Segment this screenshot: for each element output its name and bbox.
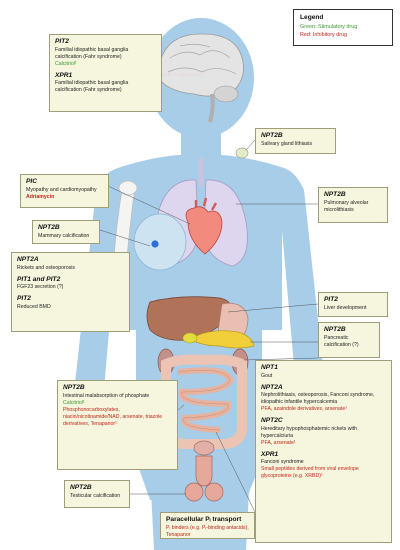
pic-desc: Myopathy and cardiomyopathy xyxy=(26,186,97,193)
kidney-gene-npt1: NPT1 xyxy=(261,364,278,371)
testes xyxy=(184,455,224,502)
intestine-drug-inhibitory: Phosphonocarboxylates, niacin/nicotinami… xyxy=(63,406,163,427)
liver-gene: PIT2 xyxy=(324,296,338,303)
brain xyxy=(158,33,244,123)
bladder xyxy=(193,440,215,456)
brain-desc-pit2: Familial idiopathic basal ganglia calcif… xyxy=(55,46,129,60)
brain-box: PIT2 Familial idiopathic basal ganglia c… xyxy=(49,34,162,112)
bone-box: NPT2A Rickets and osteoporosis PIT1 and … xyxy=(11,252,130,332)
lung-box: NPT2B Pulmonary alveolar microlithiasis xyxy=(318,187,388,223)
bone-desc-pit2: Reduced BMD xyxy=(17,303,51,310)
kidney-drug-npt2a: PFA, azaindole derivatives, arsenate¹ xyxy=(261,406,347,413)
breast xyxy=(133,213,187,271)
brain-desc-xpr1: Familial idiopathic basal ganglia calcif… xyxy=(55,80,129,94)
legend-title: Legend xyxy=(300,14,324,21)
pancreas xyxy=(195,330,255,349)
brain-drug-calcitriol: Calcitriol¹ xyxy=(55,60,77,67)
testis-desc: Testicular calcification xyxy=(70,492,121,499)
testis-box: NPT2B Testicular calcification xyxy=(64,480,130,508)
kidney-box: NPT1 Gout NPT2A Nephrolithiasis, osteopo… xyxy=(255,360,392,543)
liver-desc: Liver development xyxy=(324,304,367,311)
small-intestine xyxy=(177,367,234,433)
mammary-gene: NPT2B xyxy=(38,224,60,231)
kidney-desc-npt2a: Nephrolithiasis, osteoporosis, Fanconi s… xyxy=(261,392,375,406)
bone-gene-pit1-pit2: PIT1 and PIT2 xyxy=(17,275,61,283)
paracellular-drug: Pᵢ binders (e.g. Pᵢ-binding antacids), T… xyxy=(166,524,249,538)
lung-gene: NPT2B xyxy=(324,191,346,198)
kidney-desc-npt2c: Hereditary hypophosphatemic rickets with… xyxy=(261,425,358,439)
salivary-gene: NPT2B xyxy=(261,132,283,139)
kidney-drug-xpr1: Small peptides derived from viral envelo… xyxy=(261,466,359,480)
kidney-desc-xpr1: Fanconi syndrome xyxy=(261,459,304,466)
legend-inhibitory: Red: Inhibitory drug xyxy=(300,32,348,38)
pancreas-box: NPT2B Pancreatic calcification (?) xyxy=(318,322,380,358)
pic-gene: PIC xyxy=(26,178,37,185)
testis-gene: NPT2B xyxy=(70,484,92,491)
bone-desc-npt2a: Rickets and osteoporosis xyxy=(17,264,75,271)
salivary-box: NPT2B Salivary gland lithiasis xyxy=(255,128,336,154)
kidney-gene-npt2c: NPT2C xyxy=(261,417,283,425)
bone-gene-npt2a: NPT2A xyxy=(17,256,39,263)
bone-gene-pit2: PIT2 xyxy=(17,295,31,303)
pancreas-desc: Pancreatic calcification (?) xyxy=(324,334,359,348)
pic-drug: Adriamycin xyxy=(26,193,55,200)
leader-lines xyxy=(99,139,319,513)
liver xyxy=(146,296,233,341)
kidney-desc-npt1: Gout xyxy=(261,372,273,379)
paracellular-box: Paracellular Pᵢ transport Pᵢ binders (e.… xyxy=(160,512,255,539)
intestine-box: NPT2B Intestinal malabsorption of phosph… xyxy=(57,380,178,470)
gallbladder xyxy=(182,332,198,344)
brain-gene-xpr1: XPR1 xyxy=(55,71,73,79)
kidney-gene-xpr1: XPR1 xyxy=(261,450,279,458)
intestine-desc: Intestinal malabsorption of phosphate xyxy=(63,392,150,399)
mammary-calcification-dot xyxy=(151,240,159,248)
mammary-box: NPT2B Mammary calcification xyxy=(32,220,100,244)
bone-desc-pit1-pit2: FGF23 secretion (?) xyxy=(17,284,64,291)
heart xyxy=(185,197,223,255)
lung-desc: Pulmonary alveolar microlithiasis xyxy=(324,199,369,213)
liver-box: PIT2 Liver development xyxy=(318,292,388,317)
kidney-drug-npt2c: PFA, arsenate¹ xyxy=(261,439,296,446)
paracellular-title: Paracellular Pᵢ transport xyxy=(166,516,242,523)
kidney-gene-npt2a: NPT2A xyxy=(261,383,283,391)
mammary-desc: Mammary calcification xyxy=(38,232,90,239)
intestine-gene: NPT2B xyxy=(63,384,85,391)
legend: Legend Green: Stimulatory drug Red: Inhi… xyxy=(293,9,393,46)
pancreas-gene: NPT2B xyxy=(324,326,346,333)
salivary-gland xyxy=(235,147,249,159)
intestine-drug-stimulatory: Calcitriol¹ xyxy=(63,399,85,406)
legend-stimulatory: Green: Stimulatory drug xyxy=(300,23,358,30)
faint-label: Vitamin D, Vitamin D₃ xyxy=(157,72,202,77)
salivary-desc: Salivary gland lithiasis xyxy=(261,140,313,147)
brain-gene-pit2: PIT2 xyxy=(55,38,69,45)
pic-box: PIC Myopathy and cardiomyopathy Adriamyc… xyxy=(20,174,109,208)
